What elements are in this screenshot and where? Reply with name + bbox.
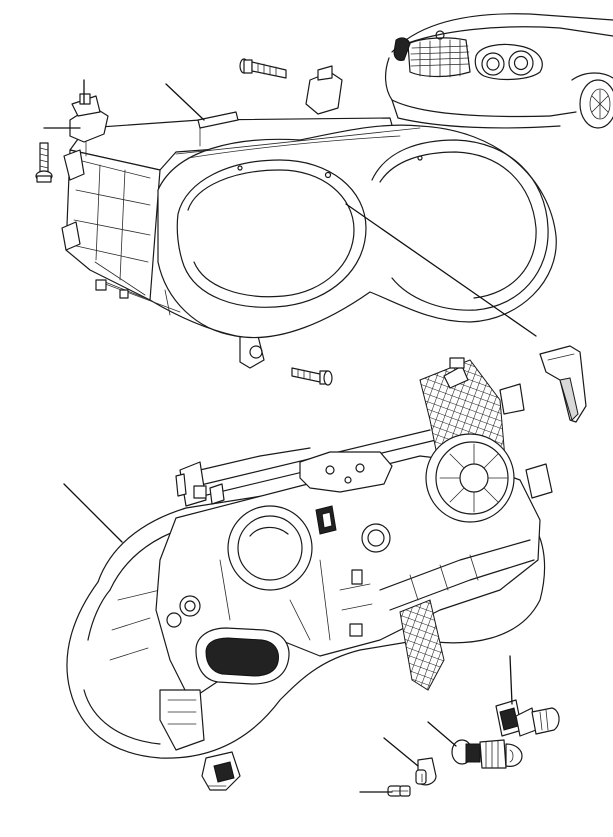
headlamp-rear-assembly xyxy=(66,357,553,759)
leader-line xyxy=(427,721,457,747)
mounting-bolt-top xyxy=(239,58,287,79)
bulb-with-socket xyxy=(451,739,523,769)
mounting-bolt-bottom xyxy=(291,367,333,386)
vehicle-front-view xyxy=(385,13,613,129)
wedge-bulb-tiny xyxy=(387,785,411,797)
leader-line xyxy=(509,655,513,705)
leader-line xyxy=(165,83,205,121)
bulb-cover-cap xyxy=(201,751,241,791)
headlamp-bulb-hb xyxy=(495,699,560,737)
leader-line xyxy=(383,737,419,767)
headlamp-front-assembly xyxy=(61,65,557,369)
leader-lines xyxy=(43,79,537,793)
trim-clip xyxy=(539,345,587,423)
mounting-bolt-left xyxy=(35,142,53,183)
wedge-bulb-small xyxy=(415,757,437,786)
leader-line xyxy=(63,483,123,543)
leader-line xyxy=(345,203,537,337)
